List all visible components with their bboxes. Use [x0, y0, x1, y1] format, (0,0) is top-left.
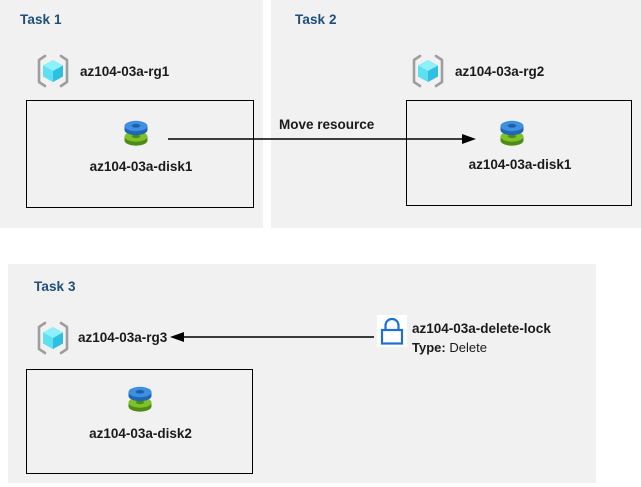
resource-group-label-task-3: az104-03a-rg3	[78, 330, 168, 345]
panel-title-task-1: Task 1	[20, 12, 62, 27]
resource-group-label-task-2: az104-03a-rg2	[455, 64, 545, 79]
panel-title-task-2: Task 2	[295, 12, 337, 27]
lock-name-label: az104-03a-delete-lock	[412, 321, 551, 336]
lock-icon	[377, 315, 407, 347]
lock-type-key: Type:	[412, 340, 446, 355]
lock-type-value: Delete	[449, 340, 487, 355]
panel-task-2: Task 2 az104-03a-rg2	[271, 0, 641, 228]
disk-label-task-3: az104-03a-disk2	[89, 426, 192, 441]
managed-disk-icon	[495, 116, 529, 150]
resource-group-box-task-1: az104-03a-disk1	[26, 100, 254, 208]
move-resource-arrow-label: Move resource	[279, 117, 375, 132]
resource-group-label-task-1: az104-03a-rg1	[80, 64, 170, 79]
lock-type-label: Type: Delete	[412, 340, 487, 355]
panel-task-1: Task 1 az104-03a-rg1	[0, 0, 263, 228]
resource-group-box-task-2: az104-03a-disk1	[406, 100, 632, 206]
managed-disk-icon	[123, 382, 157, 416]
managed-disk-icon	[119, 116, 153, 150]
resource-group-box-task-3: az104-03a-disk2	[26, 369, 253, 474]
lock-applies-arrow	[170, 332, 374, 342]
disk-label-task-2: az104-03a-disk1	[468, 157, 572, 172]
resource-group-icon	[34, 52, 72, 90]
move-resource-arrow	[168, 134, 476, 144]
disk-label-task-1: az104-03a-disk1	[89, 159, 193, 174]
panel-task-3: Task 3 az104-03a-rg3	[8, 264, 596, 483]
resource-group-icon	[409, 52, 447, 90]
resource-group-icon	[34, 319, 72, 357]
panel-title-task-3: Task 3	[34, 279, 76, 294]
